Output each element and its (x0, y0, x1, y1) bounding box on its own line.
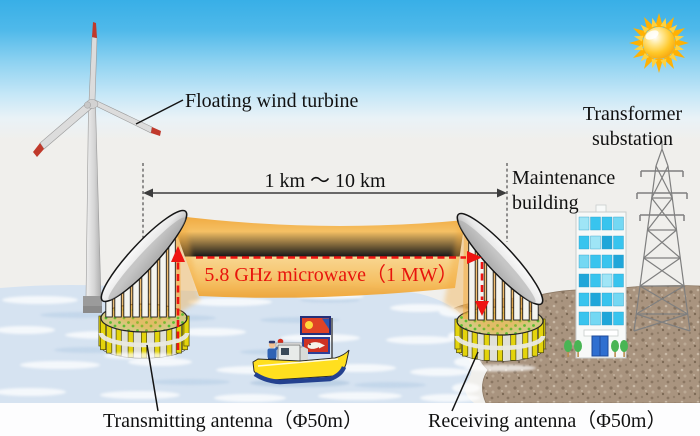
transformer-substation-label: Transformer substation (570, 102, 695, 152)
sea-water (0, 285, 482, 403)
transmitting-antenna-label: Transmitting antenna（Φ50m） (103, 410, 363, 432)
maintenance-building-label: Maintenance building (512, 166, 615, 216)
label-band (0, 403, 700, 436)
transformer-substation-line2: substation (591, 128, 674, 150)
distance-range-label: 1 km ～ 10 km (264, 170, 386, 192)
distance-dimension-arrow (142, 163, 508, 249)
receiving-antenna-icon (444, 206, 551, 361)
wind-turbine-icon (33, 22, 161, 313)
power-flow-arrows (171, 246, 489, 350)
maintenance-building-icon (564, 204, 628, 359)
receiving-antenna-label: Receiving antenna（Φ50m） (428, 410, 667, 432)
transmission-tower-icon (633, 141, 691, 332)
transformer-substation-line1: Transformer (582, 103, 683, 125)
transmitting-antenna-icon (93, 203, 200, 358)
maintenance-building-line1: Maintenance (512, 167, 616, 189)
maintenance-building-line2: building (512, 192, 579, 214)
fishing-flag-icon (300, 316, 331, 354)
sun-icon (629, 13, 689, 73)
wave-foam (104, 352, 536, 372)
microwave-beam-label: 5.8 GHz microwave（1 MW） (204, 264, 458, 286)
fishing-boat-icon (250, 316, 350, 387)
tree-icon (564, 340, 628, 357)
floating-wind-turbine-label: Floating wind turbine (185, 90, 359, 112)
label-pointer-lines (135, 99, 479, 412)
